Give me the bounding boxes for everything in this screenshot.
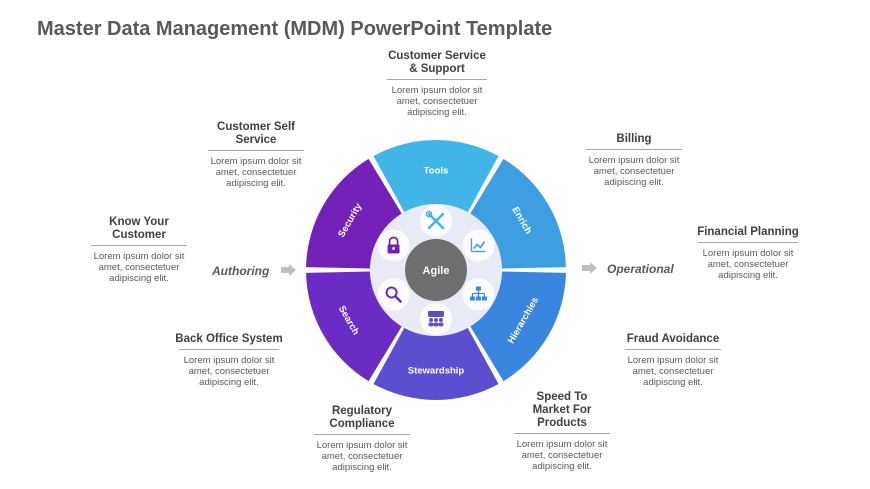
divider (91, 245, 187, 246)
divider (625, 349, 721, 350)
operational-arrow-icon (582, 262, 597, 274)
block-title: Speed To Market For Products (532, 391, 592, 429)
icon-slot (377, 278, 410, 311)
block-text: Lorem ipsum dolor sit amet, consectetuer… (391, 85, 483, 118)
search-icon (385, 286, 402, 303)
segment-enrich (470, 158, 566, 269)
divider (314, 434, 410, 435)
block-fraud-avoidance: Fraud Avoidance Lorem ipsum dolor sit am… (603, 333, 743, 388)
block-text: Lorem ipsum dolor sit amet, consectetuer… (702, 248, 794, 281)
block-text: Lorem ipsum dolor sit amet, consectetuer… (183, 355, 275, 388)
tools-icon (425, 210, 445, 230)
block-text: Lorem ipsum dolor sit amet, consectetuer… (93, 251, 185, 284)
block-financial-planning: Financial Planning Lorem ipsum dolor sit… (678, 226, 818, 281)
divider (514, 433, 610, 434)
block-title: Financial Planning (697, 226, 799, 238)
operational-label: Operational (607, 262, 674, 276)
segment-stewardship (373, 327, 499, 400)
block-customer-service: Customer Service & Support Lorem ipsum d… (367, 50, 507, 118)
block-text: Lorem ipsum dolor sit amet, consectetuer… (210, 156, 302, 189)
block-title: Customer Service & Support (388, 50, 486, 75)
segment-tools (373, 140, 499, 213)
block-title: Back Office System (175, 333, 283, 345)
hierarchy-icon (469, 286, 487, 301)
segment-search (306, 271, 402, 382)
segment-label-tools: Tools (424, 166, 449, 177)
authoring-label: Authoring (212, 264, 270, 278)
chart-icon (470, 238, 486, 253)
block-text: Lorem ipsum dolor sit amet, consectetuer… (516, 439, 608, 472)
block-speed-to-market: Speed To Market For Products Lorem ipsum… (492, 391, 632, 472)
segment-security (306, 158, 402, 269)
divider (387, 79, 487, 80)
block-title: Customer Self Service (217, 121, 295, 146)
segment-label-stewardship: Stewardship (408, 366, 465, 377)
block-customer-self-service: Customer Self Service Lorem ipsum dolor … (186, 121, 326, 189)
block-text: Lorem ipsum dolor sit amet, consectetuer… (588, 155, 680, 188)
segment-hierarchies (470, 271, 566, 382)
team-icon (428, 311, 444, 327)
block-text: Lorem ipsum dolor sit amet, consectetuer… (316, 440, 408, 473)
block-billing: Billing Lorem ipsum dolor sit amet, cons… (564, 133, 704, 188)
center-circle (405, 239, 467, 301)
block-title: Regulatory Compliance (329, 405, 395, 430)
block-text: Lorem ipsum dolor sit amet, consectetuer… (627, 355, 719, 388)
block-title: Billing (616, 133, 652, 145)
block-title: Know Your Customer (109, 216, 169, 241)
divider (698, 242, 798, 243)
lock-icon (387, 236, 400, 254)
divider (586, 149, 682, 150)
divider (179, 349, 279, 350)
page-title: Master Data Management (MDM) PowerPoint … (37, 18, 553, 40)
divider (208, 150, 304, 151)
authoring-arrow-icon (281, 264, 296, 276)
block-regulatory-compliance: Regulatory Compliance Lorem ipsum dolor … (292, 405, 432, 473)
block-know-your-customer: Know Your Customer Lorem ipsum dolor sit… (69, 216, 209, 284)
block-title: Fraud Avoidance (626, 333, 720, 345)
center-label: Agile (423, 265, 450, 277)
block-back-office: Back Office System Lorem ipsum dolor sit… (159, 333, 299, 388)
